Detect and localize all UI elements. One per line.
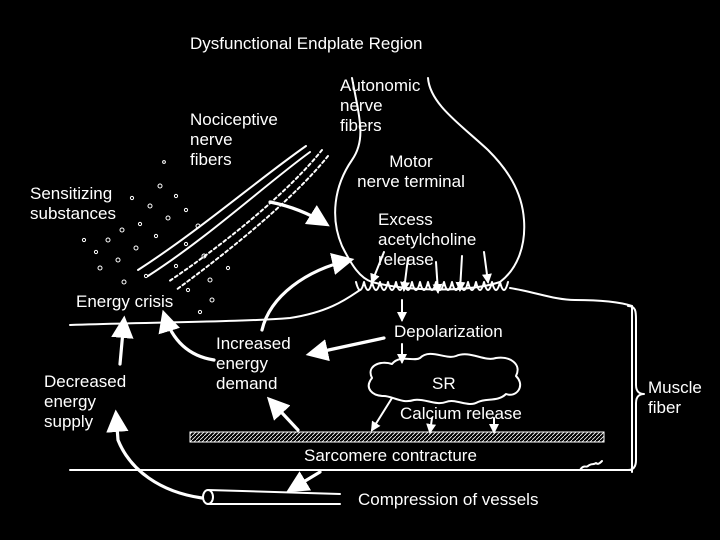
muscle-fiber-top-left	[69, 289, 361, 326]
arrow-crisis-to-ach	[260, 253, 355, 332]
arrow-nerves-to-terminal	[268, 200, 330, 227]
calcium-arrow-mid	[426, 417, 437, 434]
ach-release-arrow-5	[481, 251, 492, 284]
ach-release-arrow-3	[432, 261, 443, 294]
ach-release-arrow-4	[455, 255, 466, 292]
arrow-sarcomere-to-compression	[286, 470, 322, 493]
muscle-fiber-label: Muscle fiber	[648, 378, 702, 417]
sarcomere-band	[189, 431, 605, 443]
compressed-vessel	[202, 489, 341, 505]
artist-signature	[579, 460, 603, 471]
arrow-compression-to-supply	[106, 409, 204, 500]
increased-demand-label: Increased energy demand	[216, 334, 291, 393]
autonomic-fiber-1	[167, 149, 323, 283]
ach-release-arrow-2	[400, 257, 410, 292]
calcium-release-label: Calcium release	[400, 404, 522, 423]
decreased-supply-label: Decreased energy supply	[44, 372, 127, 431]
ach-release-arrow-1	[370, 251, 385, 284]
arrow-sarcomere-to-demand	[266, 396, 300, 432]
motor-terminal-label: Motor nerve terminal	[357, 152, 465, 191]
synaptic-folds	[355, 281, 509, 291]
arrow-supply-to-energy-crisis	[111, 315, 134, 366]
motor-nerve-terminal	[334, 77, 526, 291]
sarcomere-label: Sarcomere contracture	[304, 446, 477, 465]
calcium-arrow-left	[370, 397, 393, 432]
muscle-fiber-top-right	[509, 287, 633, 307]
arrow-depol-to-demand	[305, 336, 386, 362]
excess-ach-label: Excess acetylcholine release	[378, 210, 477, 269]
sensitizing-substance-dots	[81, 160, 231, 315]
nociceptive-fiber-1	[137, 145, 307, 271]
autonomic-label: Autonomic nerve fibers	[340, 76, 421, 135]
depolarization-label: Depolarization	[394, 322, 503, 341]
diagram-title: Dysfunctional Endplate Region	[190, 34, 423, 53]
nociceptive-label: Nociceptive nerve fibers	[190, 110, 278, 169]
energy-crisis-label: Energy crisis	[76, 292, 174, 311]
compression-label: Compression of vessels	[358, 490, 539, 509]
sensitizing-label: Sensitizing substances	[30, 184, 116, 223]
arrow-demand-to-energy-crisis	[158, 309, 216, 362]
muscle-fiber-brace	[627, 305, 645, 471]
nociceptive-fiber-2	[147, 151, 311, 277]
sr-label: SR	[432, 374, 456, 393]
sarcoplasmic-reticulum	[367, 353, 522, 405]
autonomic-fiber-2	[175, 155, 329, 291]
